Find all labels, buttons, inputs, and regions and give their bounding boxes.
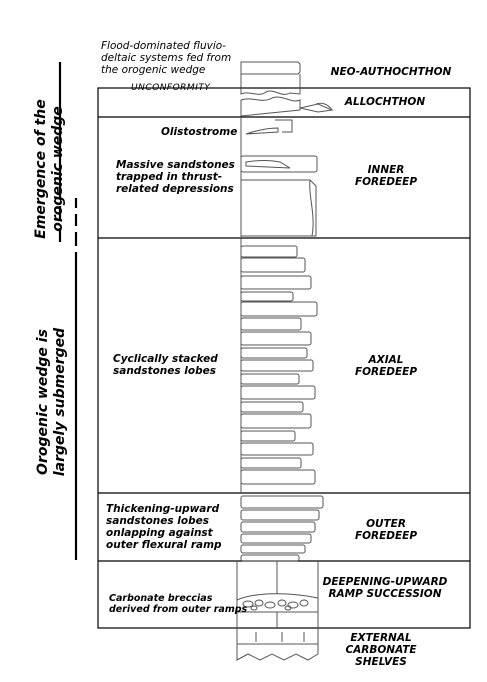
unit-neo-autochthon: NEO-AUTHOCHTHON bbox=[326, 66, 456, 78]
axial-line-2: FOREDEEP bbox=[354, 366, 418, 378]
inner-line-1: INNER bbox=[367, 164, 405, 176]
submerged-line-1: Orogenic wedge is bbox=[35, 329, 51, 475]
cyclic-description: Cyclically stacked sandstones lobes bbox=[113, 353, 218, 377]
external-line-1: EXTERNAL bbox=[350, 632, 412, 644]
left-timeline-bars bbox=[58, 62, 78, 560]
unit-deepening-ramp: DEEPENING-UPWARD RAMP SUCCESSION bbox=[320, 576, 450, 600]
massive-line-1: Massive sandstones bbox=[116, 159, 235, 171]
ramp-succession-column bbox=[236, 561, 319, 628]
unit-external-carbonate: EXTERNAL CARBONATE SHELVES bbox=[326, 632, 436, 668]
flood-line-3: the orogenic wedge bbox=[101, 64, 206, 76]
outer-line-2: FOREDEEP bbox=[354, 530, 418, 542]
submerged-label: Orogenic wedge is largely submerged bbox=[35, 327, 69, 477]
cyclic-line-1: Cyclically stacked bbox=[113, 353, 218, 365]
outer-foredeep-column bbox=[240, 495, 324, 562]
deepening-line-1: DEEPENING-UPWARD bbox=[322, 576, 448, 588]
breccias-line-1: Carbonate breccias bbox=[109, 593, 213, 604]
outer-line-1: OUTER bbox=[366, 518, 406, 530]
emergence-label: Emergence of the orogenic wedge bbox=[33, 84, 67, 254]
diagram-frame bbox=[97, 87, 471, 629]
unit-outer-foredeep: OUTER FOREDEEP bbox=[336, 518, 436, 542]
thickening-line-2: sandstones lobes bbox=[106, 515, 210, 527]
inner-foredeep-column bbox=[240, 117, 318, 238]
breccias-line-2: derived from outer ramps bbox=[109, 604, 248, 615]
axial-foredeep-column bbox=[240, 238, 318, 493]
unconformity-label: UNCONFORMITY bbox=[131, 83, 211, 93]
allochthon-column bbox=[240, 96, 334, 117]
olistostrome-line-1: Olistostrome bbox=[161, 126, 238, 138]
axial-line-1: AXIAL bbox=[368, 354, 404, 366]
neo-autochthon-column bbox=[240, 61, 301, 95]
allochthon-line-1: ALLOCHTHON bbox=[344, 96, 426, 108]
thickening-description: Thickening-upward sandstones lobes onlap… bbox=[106, 503, 222, 551]
external-line-3: SHELVES bbox=[355, 656, 407, 668]
flood-description: Flood-dominated fluvio- deltaic systems … bbox=[101, 40, 231, 76]
emergence-line-2: orogenic wedge bbox=[50, 106, 66, 232]
thickening-line-3: onlapping against bbox=[106, 527, 213, 539]
massive-description: Massive sandstones trapped in thrust- re… bbox=[116, 159, 235, 195]
flood-line-1: Flood-dominated fluvio- bbox=[101, 40, 226, 52]
massive-line-2: trapped in thrust- bbox=[116, 171, 223, 183]
flood-line-2: deltaic systems fed from bbox=[101, 52, 232, 64]
unit-inner-foredeep: INNER FOREDEEP bbox=[336, 164, 436, 188]
thickening-line-1: Thickening-upward bbox=[106, 503, 220, 515]
submerged-line-2: largely submerged bbox=[52, 327, 68, 477]
neo-line-1: NEO-AUTHOCHTHON bbox=[330, 66, 452, 78]
unit-allochthon: ALLOCHTHON bbox=[330, 96, 440, 108]
emergence-line-1: Emergence of the bbox=[33, 99, 49, 239]
deepening-line-2: RAMP SUCCESSION bbox=[328, 588, 442, 600]
olistostrome-description: Olistostrome bbox=[161, 126, 237, 138]
inner-line-2: FOREDEEP bbox=[354, 176, 418, 188]
external-line-2: CARBONATE bbox=[345, 644, 417, 656]
massive-line-3: related depressions bbox=[116, 183, 234, 195]
cyclic-line-2: sandstones lobes bbox=[113, 365, 217, 377]
thickening-line-4: outer flexural ramp bbox=[106, 539, 222, 551]
carbonate-shelves-column bbox=[236, 628, 319, 661]
unit-axial-foredeep: AXIAL FOREDEEP bbox=[336, 354, 436, 378]
breccias-description: Carbonate breccias derived from outer ra… bbox=[109, 593, 247, 615]
